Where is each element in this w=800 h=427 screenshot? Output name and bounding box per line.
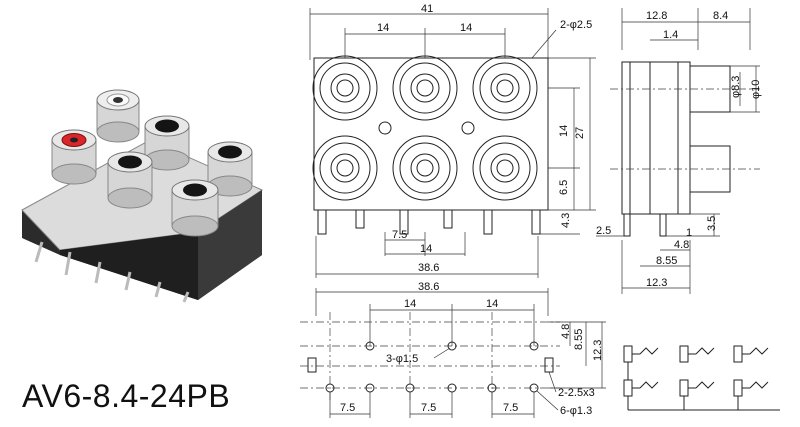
side-jack-bottom <box>689 145 731 193</box>
schematic-row-top <box>623 345 769 363</box>
dim-pin-pitch: 14 <box>420 243 432 255</box>
dim-pin-width: 1 <box>686 227 692 239</box>
side-pin-left <box>623 213 631 237</box>
pcb-dim-row-b: 8.55 <box>573 329 585 350</box>
pcb-note-slots: 2-2.5x3 <box>558 387 595 399</box>
rca-jack-black-2 <box>107 151 153 209</box>
dim-jack-length: 8.4 <box>713 10 728 22</box>
pcb-slot-right <box>544 357 554 373</box>
mount-hole-left <box>378 121 392 135</box>
pcb-dim-pitch-left: 14 <box>404 298 416 310</box>
dim-pin-spacing: 7.5 <box>392 229 407 241</box>
pcb-dim-pitch-right: 14 <box>486 298 498 310</box>
side-view: 12.8 8.4 1.4 φ8.3 φ10 3.5 2.5 1 4.8 8.55 <box>596 8 762 294</box>
front-jacks <box>312 55 538 201</box>
pcb-dim-span: 38.6 <box>418 281 439 293</box>
front-view: 41 14 14 2-φ2.5 <box>309 3 596 278</box>
pcb-layout: 38.6 14 14 <box>300 281 606 418</box>
dim-base-length: 12.3 <box>646 277 667 289</box>
pcb-note-locating: 3-φ1.5 <box>386 353 418 365</box>
dim-overall-width: 41 <box>421 3 433 15</box>
mount-hole-right <box>461 121 475 135</box>
dim-row-pitch: 14 <box>558 125 570 137</box>
rca-jack-black-4 <box>171 179 219 237</box>
rca-jack-red <box>51 129 97 185</box>
dim-depth: 12.8 <box>646 10 667 22</box>
pcb-slot-left <box>307 357 317 373</box>
side-pin-right <box>659 213 667 237</box>
rca-jack-top-white <box>96 89 140 143</box>
side-body <box>621 61 691 215</box>
switch-schematic <box>623 345 780 411</box>
front-pins <box>317 209 541 235</box>
dim-pin-length: 4.3 <box>560 213 572 228</box>
dim-pitch-left: 14 <box>377 22 389 34</box>
pcb-dim-spacing-2: 7.5 <box>421 402 436 414</box>
pcb-note-pin-holes: 6-φ1.3 <box>560 405 592 417</box>
pcb-pin-holes <box>325 383 539 393</box>
dim-inner-diameter: φ8.3 <box>730 76 742 98</box>
dim-pin-height: 3.5 <box>706 216 718 231</box>
dim-pin-spacing-b: 8.55 <box>656 255 677 267</box>
pcb-dim-row-total: 12.3 <box>592 340 604 361</box>
dim-pitch-right: 14 <box>460 22 472 34</box>
note-mount-holes: 2-φ2.5 <box>560 19 592 31</box>
dim-pin-spacing-a: 4.8 <box>674 239 689 251</box>
dim-height: 27 <box>574 127 586 139</box>
dim-pin-span: 38.6 <box>418 262 439 274</box>
model-number: AV6-8.4-24PB <box>22 378 231 414</box>
pcb-dim-row-a: 4.8 <box>560 324 572 339</box>
product-photo <box>21 89 264 303</box>
dim-pin-offset-left: 2.5 <box>596 225 611 237</box>
solder-pins <box>34 241 190 303</box>
rca-jack-black-3 <box>207 141 253 197</box>
dim-panel-thickness: 1.4 <box>663 29 678 41</box>
pcb-dim-spacing-3: 7.5 <box>503 402 518 414</box>
pcb-dim-spacing-1: 7.5 <box>340 402 355 414</box>
pcb-locating-holes <box>365 341 539 351</box>
schematic-row-bottom <box>623 379 769 397</box>
dim-pin-offset: 6.5 <box>558 180 570 195</box>
dim-outer-diameter: φ10 <box>750 80 762 99</box>
rca-jack-black-1 <box>144 115 190 171</box>
